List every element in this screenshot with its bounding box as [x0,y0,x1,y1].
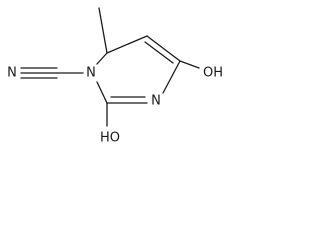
bond-c2-n1 [96,81,108,104]
atom-label-n3: N [151,94,161,109]
bond-c4-oh [179,60,200,69]
bond-n1-c6 [96,52,108,65]
bond-c6-c5 [106,35,148,54]
atom-label-oh: OH [203,66,223,81]
bond-nitrile-triple [20,67,58,79]
bond-c4-n3 [162,60,181,94]
bond-c6-methyl [98,7,108,54]
atom-label-n1: N [86,66,96,81]
structure-diagram: N N N OH HO [7,7,223,146]
bond-n3-c2-double [106,96,148,104]
atom-label-ho: HO [100,131,120,146]
bond-c5-c4-double [144,35,181,64]
atom-label-nitrile-n: N [7,66,17,81]
